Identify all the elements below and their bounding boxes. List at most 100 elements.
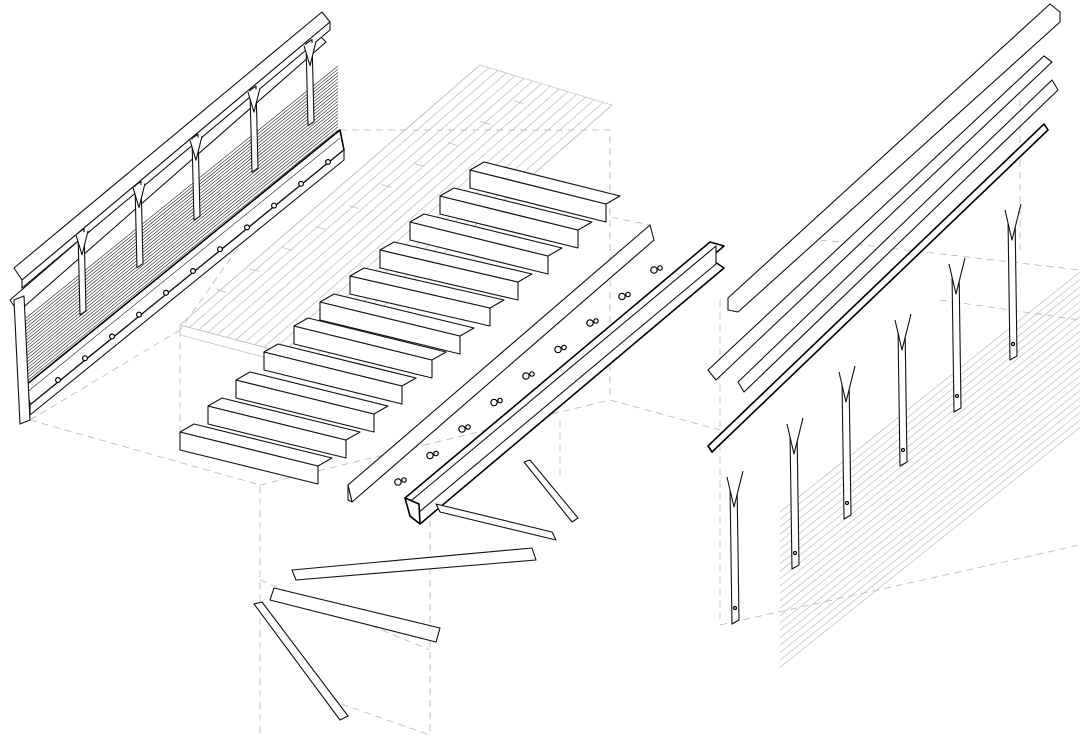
- cladding-line: [779, 308, 1080, 550]
- bolt-icon: [244, 224, 251, 231]
- cladding-line: [779, 412, 1080, 653]
- deck-board: [254, 86, 551, 345]
- cladding-line: [779, 397, 1080, 639]
- joist-top: [235, 371, 389, 415]
- cladding-line: [779, 271, 1080, 513]
- deck-board: [217, 75, 516, 336]
- edge-board: [347, 224, 655, 503]
- cladding-line: [779, 404, 1080, 646]
- railing-slat: [25, 129, 339, 383]
- railing-post: [249, 85, 259, 173]
- post-bracket: [247, 87, 261, 113]
- bolt-icon: [217, 246, 224, 253]
- board-joint: [414, 163, 425, 167]
- joist-top: [409, 213, 563, 257]
- bolt-icon: [522, 372, 530, 380]
- railing-slat: [25, 91, 339, 344]
- left-railing-assembly: [9, 11, 345, 425]
- joist-top: [439, 187, 593, 231]
- bolt-nut-icon: [657, 265, 663, 271]
- cross-joists: [179, 161, 621, 485]
- railing-slat: [25, 116, 339, 370]
- cladding-line: [779, 382, 1080, 624]
- cladding-line: [779, 323, 1080, 565]
- cladding-line: [779, 353, 1080, 594]
- bolt-icon: [844, 500, 850, 506]
- bolt-nut-icon: [465, 424, 471, 430]
- right-cladding-ghost: [779, 271, 1080, 668]
- cladding-line: [779, 330, 1080, 572]
- railing-slat: [25, 72, 339, 325]
- post-bracket: [726, 470, 744, 508]
- cladding-line: [779, 301, 1080, 542]
- bolt-icon: [618, 292, 626, 301]
- deck-board: [226, 78, 525, 338]
- railing-slat: [25, 78, 339, 332]
- bolt-nut-icon: [401, 477, 407, 483]
- post-bracket: [303, 41, 317, 67]
- railing-slat: [25, 110, 339, 364]
- deck-board: [207, 72, 507, 333]
- cladding-line: [779, 360, 1080, 602]
- cladding-line: [779, 293, 1080, 535]
- cladding-line: [779, 279, 1080, 520]
- post-bracket: [786, 417, 804, 455]
- steel-channel-beam: [394, 241, 725, 525]
- bolt-icon: [954, 393, 960, 399]
- bolt-nut-icon: [497, 397, 503, 404]
- bolt-icon: [394, 478, 402, 486]
- bolt-icon: [163, 289, 170, 296]
- board-joint: [249, 268, 260, 272]
- post-bracket: [894, 313, 912, 351]
- joist-top: [293, 317, 447, 361]
- joist-top: [207, 397, 361, 441]
- post-bracket: [948, 257, 966, 295]
- bolt-nut-icon: [433, 450, 439, 457]
- bolt-icon: [271, 202, 278, 209]
- bolt-icon: [108, 333, 115, 340]
- angle-brace-members: [253, 459, 579, 721]
- bolt-nut-icon: [529, 371, 535, 377]
- railing-slat: [25, 75, 339, 328]
- bolt-icon: [298, 180, 305, 187]
- railing-slat: [25, 68, 339, 322]
- bolt-icon: [586, 319, 594, 327]
- bolt-nut-icon: [561, 344, 567, 351]
- cladding-line: [779, 316, 1080, 557]
- bolt-icon: [554, 345, 562, 354]
- railing-post: [77, 228, 87, 316]
- bolt-icon: [1010, 341, 1016, 347]
- cladding-line: [779, 338, 1080, 579]
- post-bracket: [838, 365, 856, 403]
- bolt-icon: [490, 398, 498, 407]
- deck-board: [179, 64, 481, 326]
- railing-slat: [25, 84, 339, 338]
- railing-slat: [25, 107, 339, 360]
- cladding-line: [779, 375, 1080, 616]
- bolt-nut-icon: [625, 291, 631, 298]
- bolt-icon: [325, 159, 332, 166]
- deck-board: [189, 67, 490, 328]
- cladding-line: [779, 390, 1080, 631]
- joist-top: [179, 423, 333, 467]
- railing-slat: [25, 81, 339, 335]
- joist-top: [469, 161, 621, 205]
- railing-slat: [25, 126, 339, 380]
- joist-top: [319, 293, 475, 337]
- joist-top: [349, 267, 505, 309]
- right-handrail-members: [707, 3, 1061, 453]
- deck-board: [235, 80, 534, 341]
- cladding-line: [779, 367, 1080, 609]
- deck-board: [245, 83, 542, 343]
- railing-slat: [25, 100, 339, 354]
- bolt-icon: [426, 451, 434, 460]
- cladding-line: [779, 286, 1080, 528]
- board-joint: [447, 142, 458, 146]
- railing-slat: [25, 123, 339, 376]
- post-bracket: [132, 183, 146, 209]
- bolt-icon: [81, 355, 88, 362]
- railing-slat: [25, 65, 339, 319]
- board-joint: [315, 226, 326, 230]
